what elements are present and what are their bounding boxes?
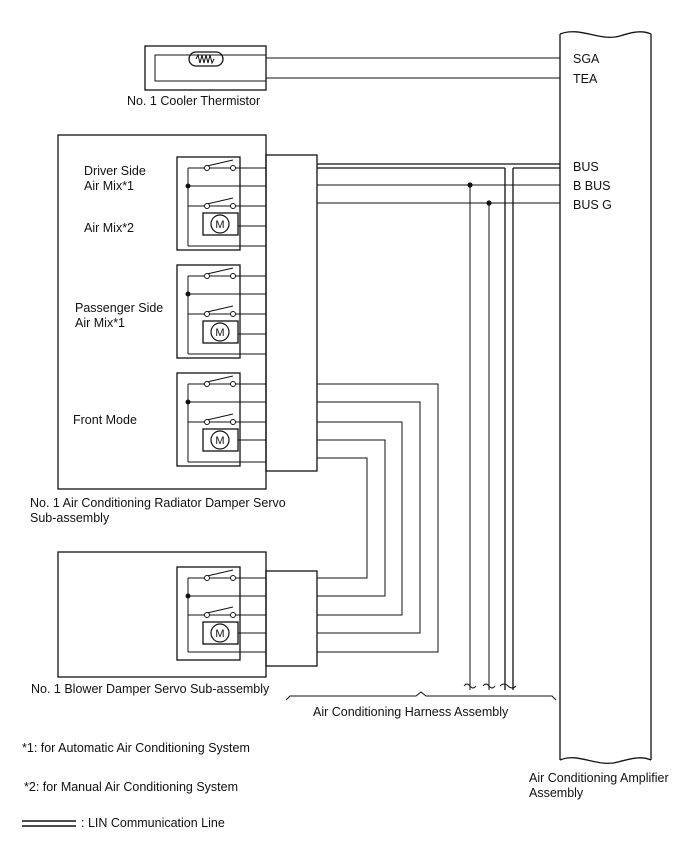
motor-label: M: [215, 628, 224, 640]
terminal-tea: TEA: [573, 72, 598, 86]
terminal-b-bus: B BUS: [573, 179, 611, 193]
driver-side-label: Driver Side Air Mix*1: [84, 164, 146, 193]
terminal-sga: SGA: [573, 52, 600, 66]
motor-icon: [210, 623, 230, 643]
junction-dots: [185, 182, 492, 599]
amplifier-label: Air Conditioning Amplifier Assembly: [529, 771, 669, 800]
legend-lin-label: : LIN Communication Line: [81, 816, 225, 830]
harness-label: Air Conditioning Harness Assembly: [313, 705, 509, 719]
radiator-damper-servo: [57, 134, 318, 490]
motor-label: M: [215, 327, 224, 339]
thermistor-label: No. 1 Cooler Thermistor: [127, 94, 261, 108]
motor-icon: [210, 214, 230, 234]
blower-damper-servo: [57, 551, 318, 678]
motor-icon: [210, 430, 230, 450]
harness-wiring: [317, 184, 560, 690]
terminal-bus: BUS: [573, 160, 599, 174]
radiator-damper-servo-label: No. 1 Air Conditioning Radiator Damper S…: [30, 496, 286, 525]
amplifier-assembly: [559, 31, 652, 764]
lin-bus-line: [317, 163, 560, 690]
passenger-side-label: Passenger Side Air Mix*1: [75, 301, 164, 330]
terminal-bus-g: BUS G: [573, 198, 612, 212]
motor-label: M: [215, 219, 224, 231]
switch-contacts: [204, 165, 236, 618]
air-mix-label: Air Mix*2: [84, 221, 135, 235]
front-mode-label: Front Mode: [73, 413, 137, 427]
cooler-thermistor: [144, 45, 560, 91]
note-manual: *2: for Manual Air Conditioning System: [24, 780, 238, 794]
blower-damper-servo-label: No. 1 Blower Damper Servo Sub-assembly: [31, 682, 270, 696]
motor-label: M: [215, 435, 224, 447]
legend-lin-symbol: [22, 820, 76, 827]
note-automatic: *1: for Automatic Air Conditioning Syste…: [22, 741, 250, 755]
harness-break-marks: [463, 683, 517, 689]
motor-icon: [210, 322, 230, 342]
harness-bracket: [285, 691, 557, 701]
